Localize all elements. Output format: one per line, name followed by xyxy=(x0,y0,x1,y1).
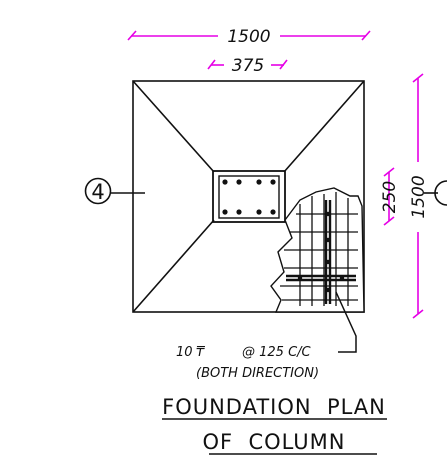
grid-bubble-partial xyxy=(424,180,447,206)
rebar-leader-line xyxy=(335,291,357,353)
rebar-bar-size: 10 xyxy=(176,345,193,360)
column-width-dimension xyxy=(207,59,288,70)
drawing-title-line2: OF COLUMN xyxy=(202,430,345,454)
column-depth-dimension xyxy=(383,167,395,226)
cutaway-reinforcement-mesh xyxy=(270,187,365,313)
overall-width-label: 1500 xyxy=(227,27,270,47)
rebar-bar-symbol: ₸ xyxy=(196,345,206,360)
column-depth-label: 250 xyxy=(380,181,400,213)
column-width-label: 375 xyxy=(232,56,264,76)
overall-depth-label: 1500 xyxy=(409,175,429,218)
column-section xyxy=(212,170,286,223)
column-rebars xyxy=(222,179,276,215)
drawing-title-line1: FOUNDATION PLAN xyxy=(162,395,386,419)
rebar-spacing: @ 125 C/C xyxy=(242,345,312,360)
overall-depth-dimension xyxy=(412,73,424,319)
footing-mark-label: 4 xyxy=(91,180,104,204)
footing-mark: 4 xyxy=(84,177,145,205)
overall-width-dimension xyxy=(127,30,371,41)
rebar-direction: (BOTH DIRECTION) xyxy=(196,366,319,381)
